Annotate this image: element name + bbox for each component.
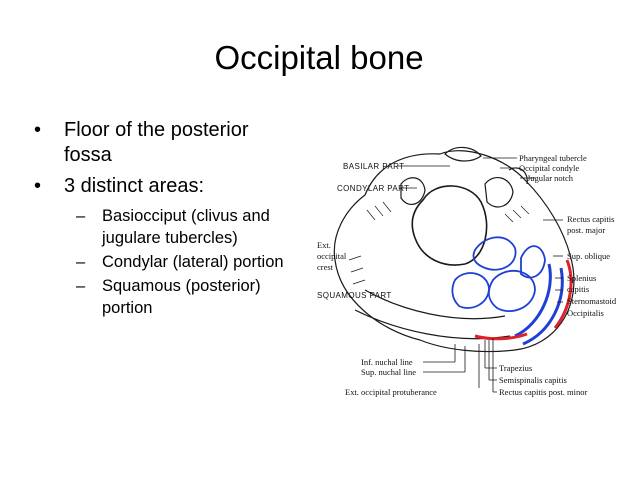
- bullet-text: 3 distinct areas:: [64, 175, 205, 197]
- label-inf-nuchal-line: Inf. nuchal line: [361, 357, 413, 367]
- sub-bullet-text: Condylar (lateral) portion: [102, 253, 284, 271]
- bullet-item: • Floor of the posterior fossa: [30, 118, 300, 168]
- bullet-list: • Floor of the posterior fossa • 3 disti…: [30, 118, 300, 321]
- label-splenius-1: Splenius: [567, 273, 596, 283]
- sub-bullet-item: – Condylar (lateral) portion: [68, 251, 297, 273]
- bullet-item: • 3 distinct areas:: [30, 174, 300, 199]
- label-splenius-2: capitis: [567, 284, 589, 294]
- label-ext-occipital-protuberance: Ext. occipital protuberance: [345, 387, 437, 397]
- label-basilar-part: BASILAR PART: [343, 162, 404, 171]
- leader-lines: [397, 157, 563, 393]
- muscle-origin-areas: [451, 236, 564, 346]
- label-pharyngeal-tubercle: Pharyngeal tubercle: [519, 153, 587, 163]
- bullet-text: Floor of the posterior fossa: [64, 119, 249, 166]
- label-occipitalis: Occipitalis: [567, 308, 604, 318]
- occipitalis-line: [553, 259, 573, 329]
- dash-icon: –: [76, 207, 86, 225]
- label-squamous-part: SQUAMOUS PART: [317, 291, 392, 300]
- label-sup-oblique: Sup. oblique: [567, 251, 610, 261]
- occipital-bone-diagram: BASILAR PART CONDYLAR PART Ext. occipita…: [317, 146, 617, 397]
- sub-bullet-text: Squamous (posterior) portion: [102, 277, 261, 317]
- label-ext-occipital-crest-2: occipital: [317, 251, 347, 261]
- label-sternomastoid: Sternomastoid: [567, 296, 617, 306]
- sub-bullet-text: Basiocciput (clivus and jugulare tubercl…: [102, 207, 270, 247]
- label-jugular-notch: Jugular notch: [527, 173, 574, 183]
- sub-bullet-item: – Basiocciput (clivus and jugulare tuber…: [68, 205, 297, 249]
- dash-icon: –: [76, 277, 86, 295]
- label-ext-occipital-crest-1: Ext.: [317, 240, 331, 250]
- label-condylar-part: CONDYLAR PART: [337, 184, 409, 193]
- bullet-dot-icon: •: [34, 119, 42, 141]
- slide-title: Occipital bone: [214, 39, 424, 76]
- bone-outline: [333, 146, 575, 353]
- label-ext-occipital-crest-3: crest: [317, 262, 334, 272]
- sub-bullet-item: – Squamous (posterior) portion: [68, 275, 297, 319]
- dash-icon: –: [76, 253, 86, 271]
- label-rectus-capitis-post-minor: Rectus capitis post. minor: [499, 387, 587, 397]
- label-occipital-condyle: Occipital condyle: [519, 163, 579, 173]
- label-sup-nuchal-line: Sup. nuchal line: [361, 367, 416, 377]
- label-rectus-major-2: post. major: [567, 225, 605, 235]
- label-semispinalis-capitis: Semispinalis capitis: [499, 375, 567, 385]
- label-trapezius: Trapezius: [499, 363, 532, 373]
- muscle-insertion-line: [474, 332, 528, 341]
- bullet-dot-icon: •: [34, 175, 42, 197]
- label-rectus-major-1: Rectus capitis: [567, 214, 614, 224]
